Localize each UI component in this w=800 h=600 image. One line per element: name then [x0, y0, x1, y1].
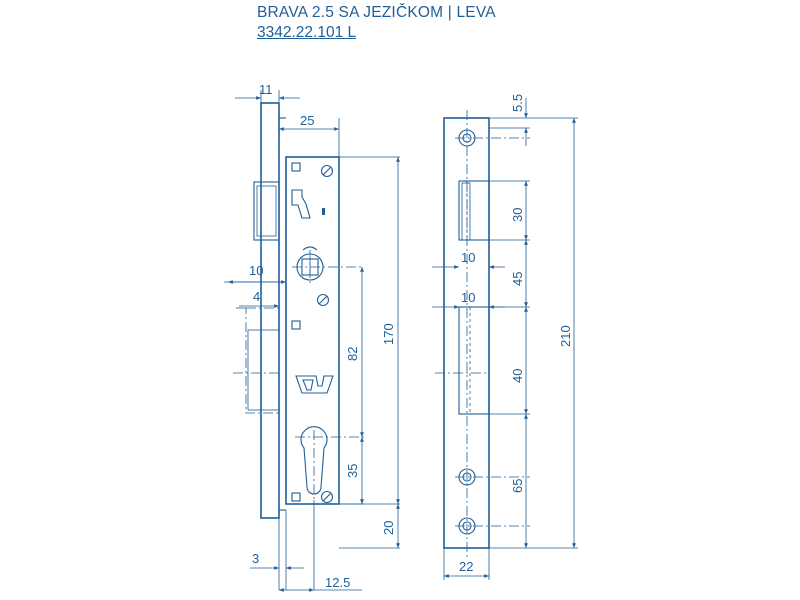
- dead-bolt-outline: [245, 307, 280, 414]
- dim-210: 210: [558, 325, 573, 347]
- dim-25: 25: [300, 113, 314, 128]
- dim-35: 35: [345, 464, 360, 478]
- strike-plate: [443, 117, 490, 549]
- product-code: 3342.22.101 L: [257, 24, 357, 41]
- faceplate: [260, 102, 280, 519]
- dim-11: 11: [259, 82, 273, 97]
- dim-10-left: 10: [249, 263, 263, 278]
- dim-30: 30: [510, 208, 525, 222]
- dim-82: 82: [345, 347, 360, 361]
- dim-5-5: 5.5: [510, 94, 525, 112]
- dim-4: 4: [253, 289, 260, 304]
- screw-middle-icon: [316, 293, 330, 307]
- dim-170: 170: [381, 323, 396, 345]
- dim-40: 40: [510, 369, 525, 383]
- latch-opening: [458, 180, 490, 241]
- dim-3: 3: [252, 551, 259, 566]
- dim-12-5: 12.5: [325, 575, 350, 590]
- latch-bolt: [253, 181, 280, 241]
- dim-10-upper: 10: [461, 250, 475, 265]
- dim-20: 20: [381, 521, 396, 535]
- dim-45: 45: [510, 272, 525, 286]
- drawing-title: BRAVA 2.5 SA JEZIČKOM | LEVA: [257, 4, 496, 21]
- dim-22: 22: [459, 559, 473, 574]
- bolt-opening: [458, 306, 490, 415]
- lock-case: [285, 156, 340, 505]
- screw-top-icon: [320, 164, 334, 178]
- cylinder-hole-icon: [300, 426, 328, 495]
- dim-10-lower: 10: [461, 290, 475, 305]
- screw-bottom-icon: [320, 490, 334, 504]
- strike-plate-view: [432, 98, 578, 580]
- dim-65: 65: [510, 479, 525, 493]
- lock-body-view: [224, 90, 400, 592]
